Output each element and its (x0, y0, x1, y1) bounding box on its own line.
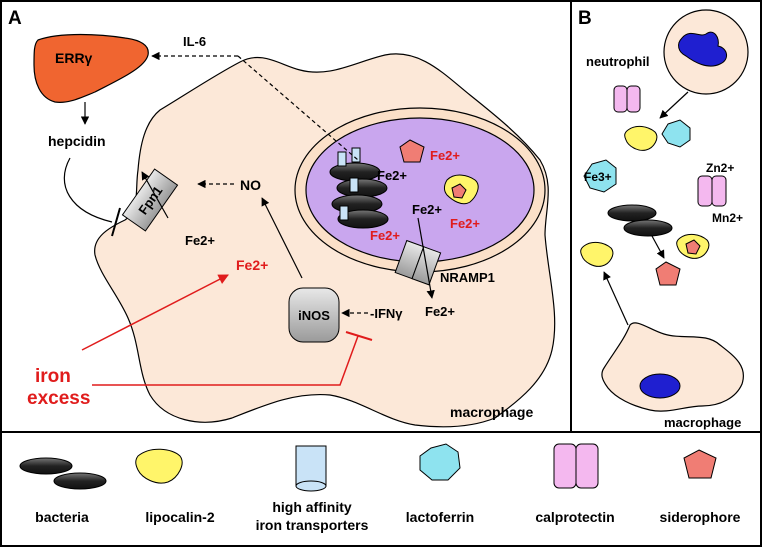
inos-box (288, 287, 340, 343)
ifngamma-label: -IFNγ (370, 306, 403, 321)
arrow-nramp1-out (417, 217, 435, 299)
fe-vacuole-red-2: Fe2+ (450, 216, 480, 231)
iron-excess-inhibition-bar (345, 331, 373, 341)
legend-bacteria-icon (19, 457, 107, 490)
mn-label: Mn2+ (712, 211, 743, 225)
legend-lipocalin-icon (135, 448, 183, 484)
iron-excess-inhibition-line (92, 335, 359, 386)
vacuole-lipocalin-siderophore (451, 183, 467, 199)
legend-lactoferrin-icon (419, 443, 461, 481)
macrophage-nucleus-b (639, 373, 681, 399)
fpn1-transporter: Fpn1 (121, 168, 179, 232)
legend-transporter-icon (295, 445, 327, 492)
zn-label: Zn2+ (706, 161, 734, 175)
vacuole-bacteria (329, 162, 389, 229)
il6-label: IL-6 (183, 34, 206, 49)
macrophage-label-a: macrophage (450, 404, 533, 420)
iron-excess-line1: iron (35, 366, 71, 387)
calprotectin-b2 (697, 175, 727, 207)
fe-vacuole-red-1: Fe2+ (430, 148, 460, 163)
errgamma-label: ERRγ (55, 50, 93, 66)
arrow-fpn1-out (141, 171, 169, 219)
lipocalin-b1 (624, 125, 658, 151)
lactoferrin-fe3 (583, 159, 617, 193)
lipocalin-b2 (580, 241, 614, 267)
lactoferrin-b1 (661, 119, 691, 148)
legend-lactoferrin-label: lactoferrin (406, 509, 474, 525)
calprotectin-b1 (613, 85, 641, 113)
macrophage-label-b: macrophage (664, 415, 741, 430)
no-label: NO (240, 177, 261, 193)
lipocalin-b-siderophore (685, 239, 701, 255)
arrow-neutrophil-release (659, 91, 689, 119)
hepcidin-inhibition-line (63, 157, 113, 223)
nramp1-label: NRAMP1 (440, 270, 495, 285)
fe-out-nramp1: Fe2+ (425, 304, 455, 319)
legend-calprotectin-icon (553, 443, 599, 489)
fe-vacuole-bacteria: Fe2+ (377, 168, 407, 183)
hepcidin-inhibition-bar (111, 207, 121, 237)
legend-bacteria-label: bacteria (35, 509, 89, 525)
legend-transporter-label-2: iron transporters (256, 517, 369, 533)
line-vacuole-to-il6 (237, 55, 359, 161)
fe-vacuole-center: Fe2+ (412, 202, 442, 217)
hepcidin-label: hepcidin (48, 133, 106, 149)
legend-siderophore-icon (683, 449, 717, 479)
arrow-macrophage-release (603, 271, 629, 326)
bacterium-b1 (607, 204, 657, 222)
legend-calprotectin-label: calprotectin (535, 509, 614, 525)
fe3-label: Fe3+ (584, 170, 612, 184)
neutrophil-nucleus (678, 31, 727, 67)
vacuole-siderophore (399, 139, 425, 163)
siderophore-b (655, 261, 681, 286)
fe-fpn1: Fe2+ (185, 233, 215, 248)
bacterium-b2 (623, 219, 673, 237)
legend-lipocalin-label: lipocalin-2 (145, 509, 214, 525)
neutrophil-label: neutrophil (586, 54, 650, 69)
legend-siderophore-label: siderophore (660, 509, 741, 525)
panel-a-label: A (8, 8, 22, 29)
legend: bacteria lipocalin-2 high affinity iron … (19, 443, 741, 533)
iron-excess-line2: excess (27, 388, 90, 409)
liver-errgamma (33, 33, 149, 103)
legend-transporter-label-1: high affinity (272, 499, 352, 515)
arrow-iron-excess-fe (81, 274, 229, 351)
inos-label: iNOS (298, 308, 330, 323)
fe-vacuole-red-3: Fe2+ (370, 228, 400, 243)
fe-cytoplasm-red: Fe2+ (236, 257, 268, 273)
arrow-bacteria-siderophore (651, 235, 665, 259)
arrow-inos-to-no (261, 197, 303, 279)
macrophage-cell-b (601, 322, 744, 412)
panel-b-label: B (578, 8, 592, 29)
